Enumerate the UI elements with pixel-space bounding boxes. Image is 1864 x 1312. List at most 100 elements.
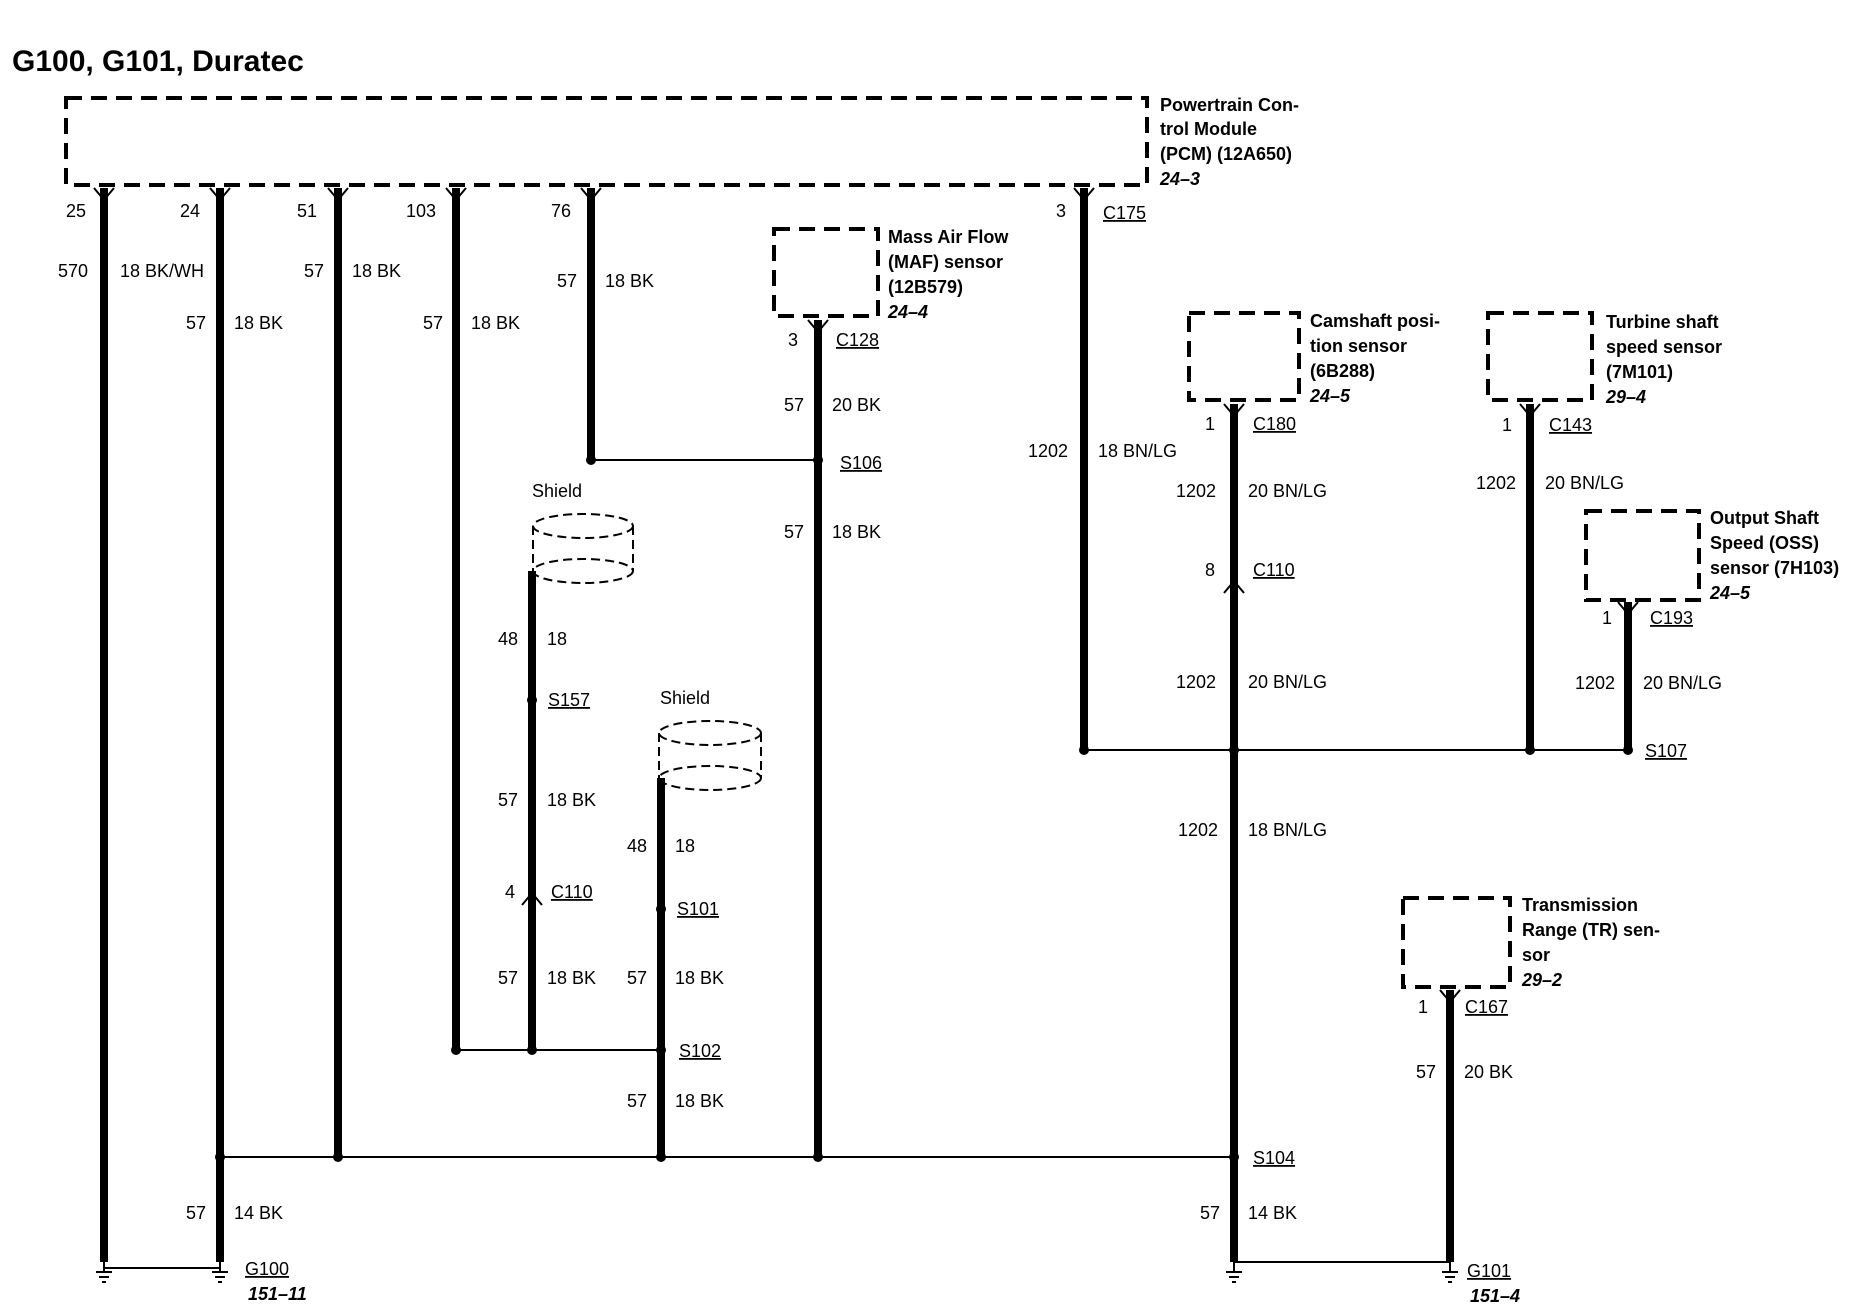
pin-pcm-25: 25 — [66, 201, 86, 221]
splice-dot — [527, 1045, 537, 1055]
splice-dot — [586, 455, 596, 465]
pin-pcm-76: 76 — [551, 201, 571, 221]
wire-pin103 — [445, 187, 467, 1050]
wire-sh2-top-spec: 18 — [675, 836, 695, 856]
pin-pcm-103: 103 — [406, 201, 436, 221]
shield-1 — [532, 513, 634, 584]
wire-tr-circuit: 57 — [1416, 1062, 1436, 1082]
splice-s106: S106 — [840, 453, 882, 473]
connector-c110-b: C110 — [551, 882, 593, 902]
splice-dot — [1623, 745, 1633, 755]
pcm-ref: 24–3 — [1159, 169, 1200, 189]
oss-label-2: Speed (OSS) — [1710, 533, 1819, 553]
wire-pin24-spec: 18 BK — [234, 313, 283, 333]
splice-dot — [333, 1152, 343, 1162]
wire-pin103-spec: 18 BK — [471, 313, 520, 333]
ground-symbol-icon — [1442, 1262, 1458, 1283]
oss-sensor: Output Shaft Speed (OSS) sensor (7H103) … — [1584, 508, 1839, 603]
splice-dot — [1525, 745, 1535, 755]
wire-sh1-top-spec: 18 — [547, 629, 567, 649]
wire-570 — [93, 187, 115, 1262]
cmp-label-1: Camshaft posi- — [1310, 311, 1440, 331]
splice-s101: S101 — [677, 899, 719, 919]
splice-dot — [656, 1045, 666, 1055]
splice-dot — [813, 1152, 823, 1162]
maf-label-1: Mass Air Flow — [888, 227, 1009, 247]
wire-maf-top-spec: 20 BK — [832, 395, 881, 415]
tss-label-3: (7M101) — [1606, 362, 1673, 382]
maf-label-3: (12B579) — [888, 277, 963, 297]
maf-ref: 24–4 — [887, 302, 928, 322]
connector-c167: C167 — [1465, 997, 1508, 1017]
wire-pcm-pin3 — [1073, 187, 1095, 750]
wire-g101-spec: 14 BK — [1248, 1203, 1297, 1223]
splice-s107: S107 — [1645, 741, 1687, 761]
ground-g101-name: G101 — [1467, 1261, 1511, 1281]
wire-maf-bot-spec: 18 BK — [832, 522, 881, 542]
cmp-ref: 24–5 — [1309, 386, 1351, 406]
wire-pin51 — [327, 187, 349, 1157]
wire-g100-spec: 14 BK — [234, 1203, 283, 1223]
splice-dot — [813, 455, 823, 465]
pin-pcm-24: 24 — [180, 201, 200, 221]
pin-c110-8: 8 — [1205, 560, 1215, 580]
shield-2 — [658, 720, 762, 791]
turbine-box — [1486, 311, 1594, 402]
splice-dot — [215, 1152, 225, 1162]
pin-cmp-1: 1 — [1205, 414, 1215, 434]
wire-maf — [807, 319, 829, 1157]
wire-g100-circuit: 57 — [186, 1203, 206, 1223]
wire-tss-circuit: 1202 — [1476, 473, 1516, 493]
wire-cmp-low-circuit: 1202 — [1178, 820, 1218, 840]
maf-label-2: (MAF) sensor — [888, 252, 1003, 272]
wire-oss-spec: 20 BN/LG — [1643, 673, 1722, 693]
connector-c193: C193 — [1650, 608, 1693, 628]
connector-c143: C143 — [1549, 415, 1592, 435]
ground-g100-ref: 151–11 — [248, 1284, 307, 1304]
tr-box — [1401, 896, 1512, 989]
wire-sh1-low-circuit: 57 — [498, 968, 518, 988]
wire-pin24 — [209, 187, 231, 1262]
splice-s104: S104 — [1253, 1148, 1295, 1168]
wire-sh1-low-spec: 18 BK — [547, 968, 596, 988]
splice-dot — [451, 1045, 461, 1055]
splice-dot — [1229, 745, 1239, 755]
ground-g101-ref: 151–4 — [1470, 1286, 1520, 1306]
pin-oss-1: 1 — [1602, 608, 1612, 628]
oss-label-1: Output Shaft — [1710, 508, 1819, 528]
maf-sensor: Mass Air Flow (MAF) sensor (12B579) 24–4 — [772, 227, 1009, 322]
pcm-label-3: (PCM) (12A650) — [1160, 144, 1292, 164]
connector-c180: C180 — [1253, 414, 1296, 434]
pcm-module: Powertrain Con- trol Module (PCM) (12A65… — [64, 95, 1299, 189]
wire-turbine — [1519, 403, 1541, 750]
ground-symbol-icon — [212, 1262, 228, 1283]
wire-tss-spec: 20 BN/LG — [1545, 473, 1624, 493]
tss-label-1: Turbine shaft — [1606, 312, 1719, 332]
pin-pcm-51: 51 — [297, 201, 317, 221]
wire-g101-circuit: 57 — [1200, 1203, 1220, 1223]
maf-box — [772, 227, 880, 318]
tr-ref: 29–2 — [1521, 970, 1562, 990]
cmp-label-2: tion sensor — [1310, 336, 1407, 356]
pcm-label-1: Powertrain Con- — [1160, 95, 1299, 115]
wire-oss-circuit: 1202 — [1575, 673, 1615, 693]
tr-sensor: Transmission Range (TR) sen- sor 29–2 — [1401, 895, 1660, 990]
oss-box — [1584, 509, 1701, 602]
pcm-box — [64, 96, 1149, 187]
wire-tr — [1439, 989, 1461, 1262]
splice-dot — [656, 904, 666, 914]
wire-pin103-circuit: 57 — [423, 313, 443, 333]
wire-570-spec: 18 BK/WH — [120, 261, 204, 281]
connector-c175: C175 — [1103, 203, 1146, 223]
connector-c110-a: C110 — [1253, 560, 1295, 580]
camshaft-sensor: Camshaft posi- tion sensor (6B288) 24–5 — [1187, 311, 1440, 406]
pin-tss-1: 1 — [1502, 415, 1512, 435]
wire-pin76-circuit: 57 — [557, 271, 577, 291]
wire-pin76 — [580, 187, 602, 460]
wire-sh2-low-circuit: 57 — [627, 1091, 647, 1111]
wire-pin24-circuit: 57 — [186, 313, 206, 333]
wire-sh2-mid-circuit: 57 — [627, 968, 647, 988]
wire-cmp-low-spec: 18 BN/LG — [1248, 820, 1327, 840]
wire-sh1-mid-spec: 18 BK — [547, 790, 596, 810]
